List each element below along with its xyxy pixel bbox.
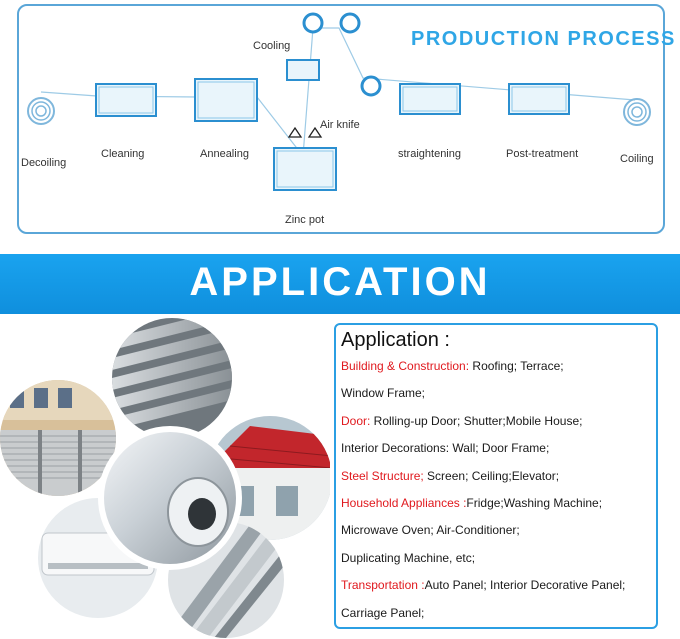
decoiler-roll <box>27 97 55 125</box>
label-decoiling: Decoiling <box>21 157 67 169</box>
application-items: Window Frame; <box>341 386 426 401</box>
application-items: Interior Decorations: Wall; Door Frame; <box>341 441 550 456</box>
label-cooling: Cooling <box>253 40 291 52</box>
air-knife <box>287 126 323 138</box>
application-line: Microwave Oven; Air-Conditioner; <box>341 517 652 544</box>
straightening-unit <box>399 83 461 115</box>
production-process-panel: PRODUCTION PROCESS Decoiling Cleaning An… <box>17 4 674 234</box>
application-line: Transportation :Auto Panel; Interior Dec… <box>341 572 652 599</box>
shutter-house-photo <box>0 380 116 496</box>
application-list-box: Application : Building & Construction: R… <box>334 323 658 629</box>
application-collage <box>0 318 332 639</box>
application-category: Household Appliances : <box>341 496 467 511</box>
application-line: Building & Construction: Roofing; Terrac… <box>341 353 652 380</box>
application-items: Screen; Ceiling;Elevator; <box>423 468 560 483</box>
process-diagram <box>27 12 651 191</box>
banner-title: APPLICATION <box>189 260 491 304</box>
application-items: Microwave Oven; Air-Conditioner; <box>341 523 520 538</box>
application-category: Transportation : <box>341 578 425 593</box>
label-straightening: straightening <box>398 148 461 160</box>
application-items: Fridge;Washing Machine; <box>466 496 603 511</box>
application-banner: APPLICATION <box>0 254 680 314</box>
application-line: Steel Structure; Screen; Ceiling;Elevato… <box>341 463 652 490</box>
application-line: Window Frame; <box>341 380 652 407</box>
post-treatment-unit <box>508 83 570 115</box>
label-cleaning: Cleaning <box>101 148 145 160</box>
application-line: Duplicating Machine, etc; <box>341 545 652 572</box>
application-line: Carriage Panel; <box>341 600 652 627</box>
application-items: Duplicating Machine, etc; <box>341 550 476 565</box>
application-line: Door: Rolling-up Door; Shutter;Mobile Ho… <box>341 408 652 435</box>
top-rollers <box>302 12 382 97</box>
application-line: Interior Decorations: Wall; Door Frame; <box>341 435 652 462</box>
application-items: Roofing; Terrace; <box>469 359 564 373</box>
cleaning-tank <box>95 83 157 117</box>
application-items: Carriage Panel; <box>341 605 425 620</box>
application-heading: Application : <box>341 329 450 351</box>
application-category: Steel Structure; <box>341 468 424 483</box>
label-post-treatment: Post-treatment <box>506 148 579 160</box>
steel-coil-photo <box>98 426 242 570</box>
application-items: Rolling-up Door; Shutter;Mobile House; <box>370 413 583 428</box>
label-zinc-pot: Zinc pot <box>285 214 325 226</box>
application-category: Door: <box>341 413 371 428</box>
annealing-furnace <box>194 78 258 122</box>
cooling-tower <box>286 59 320 81</box>
label-annealing: Annealing <box>200 148 249 160</box>
zinc-pot <box>273 147 337 191</box>
corrugated-sheet-photo <box>112 318 232 438</box>
process-title: PRODUCTION PROCESS <box>411 28 676 50</box>
label-coiling: Coiling <box>620 153 654 165</box>
application-line: Household Appliances :Fridge;Washing Mac… <box>341 490 652 517</box>
label-air-knife: Air knife <box>320 119 360 131</box>
application-category: Building & Construction: <box>341 359 470 373</box>
application-items: Auto Panel; Interior Decorative Panel; <box>424 578 626 593</box>
recoiler-roll <box>623 98 651 126</box>
